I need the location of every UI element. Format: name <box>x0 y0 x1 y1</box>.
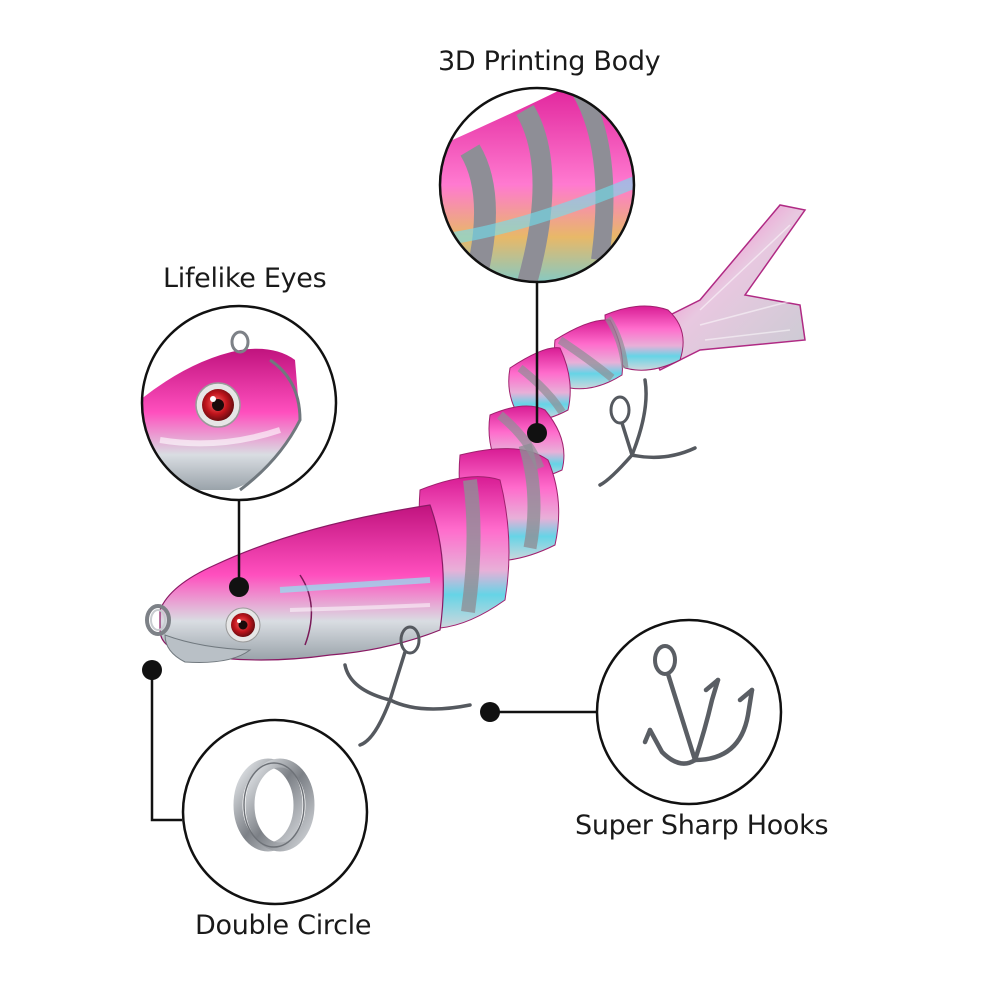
label-lifelike-eyes: Lifelike Eyes <box>163 263 327 294</box>
nose-split-ring <box>145 604 171 636</box>
zoom-circle-ring <box>181 718 369 906</box>
zoom-circle-hooks <box>595 618 783 806</box>
label-super-sharp-hooks: Super Sharp Hooks <box>575 810 829 841</box>
callout-dot-ring <box>142 660 162 680</box>
callout-dots <box>142 423 547 722</box>
treble-hook-icon <box>642 644 755 766</box>
zoom-circle-body <box>438 86 636 284</box>
lure-main <box>145 204 807 747</box>
label-double-circle: Double Circle <box>195 910 372 941</box>
split-ring-icon <box>233 758 315 852</box>
callout-dot-hooks <box>480 702 500 722</box>
label-3d-printing-body: 3D Printing Body <box>438 46 661 77</box>
callout-dot-eyes <box>229 577 249 597</box>
callout-dot-body <box>527 423 547 443</box>
callout-lines <box>150 282 597 822</box>
rear-treble-hook <box>598 378 697 487</box>
zoom-circle-eyes <box>140 304 338 502</box>
belly-treble-hook <box>343 625 472 747</box>
